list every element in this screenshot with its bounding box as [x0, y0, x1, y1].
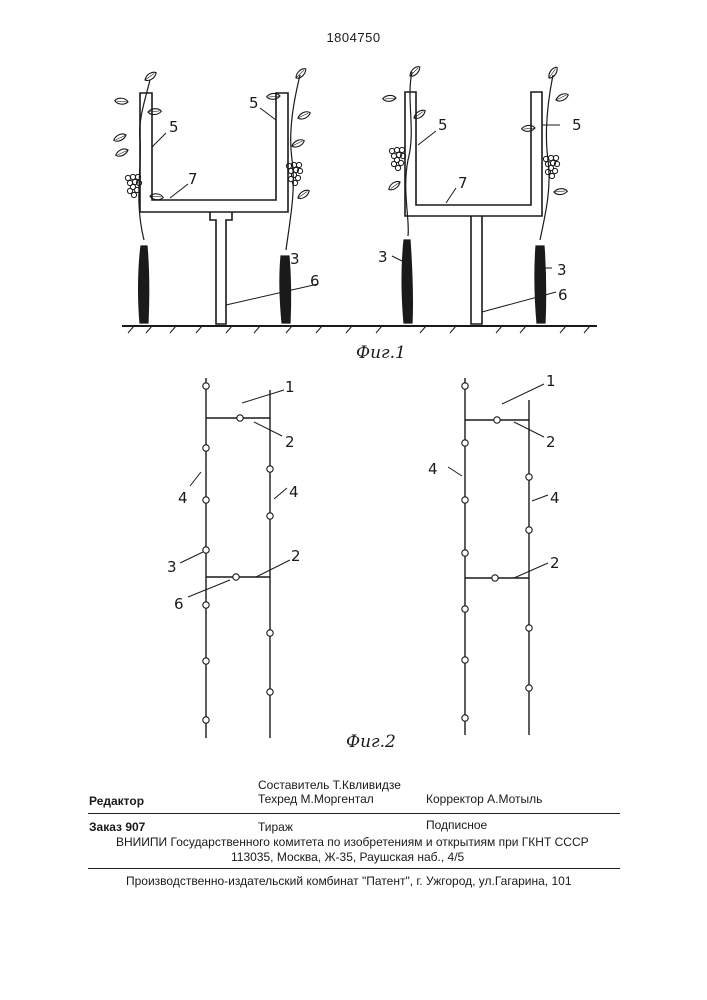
figure-2: 1 2 4 4 3 2 6 1 2 4 4 2 Фиг.2	[167, 372, 560, 752]
figure-1: 5 5 7 3 6 5 5 7 3 3 6 Фиг.1	[113, 65, 597, 363]
fig1-label: 3	[557, 261, 567, 279]
subscription-label: Подписное	[426, 818, 487, 832]
fig2-label: 4	[178, 489, 188, 507]
fig2-left-rows	[206, 378, 270, 738]
fig2-right-rows	[465, 378, 529, 735]
fig2-label: 2	[285, 433, 295, 451]
techred-line: Техред М.Моргентал	[258, 792, 374, 806]
divider-rule	[88, 868, 620, 869]
fig1-label: 6	[310, 272, 320, 290]
fig2-label: 6	[174, 595, 184, 613]
fig1-label: 5	[249, 94, 259, 112]
fig1-label: 7	[458, 174, 468, 192]
fig1-label: 5	[438, 116, 448, 134]
trellis-left	[140, 93, 288, 324]
corrector-line: Корректор А.Мотыль	[426, 792, 542, 806]
fig2-left-posts	[203, 383, 273, 723]
fig2-label: 3	[167, 558, 177, 576]
fig2-label: 1	[285, 378, 295, 396]
fig1-label: 6	[558, 286, 568, 304]
fig2-caption: Фиг.2	[346, 732, 396, 752]
address-line: 113035, Москва, Ж-35, Раушская наб., 4/5	[231, 850, 464, 864]
fig1-label: 3	[290, 250, 300, 268]
fig2-right-posts	[462, 383, 532, 721]
fig2-label: 2	[291, 547, 301, 565]
fig2-label: 4	[550, 489, 560, 507]
fig2-leaders	[180, 384, 548, 597]
divider-rule	[88, 813, 620, 814]
fig2-label: 4	[289, 483, 299, 501]
fig1-label: 5	[169, 118, 179, 136]
vine-right-1	[402, 72, 412, 323]
fig2-label: 2	[546, 433, 556, 451]
vine-right-2	[535, 75, 553, 323]
circulation-label: Тираж	[258, 820, 293, 834]
order-number: Заказ 907	[89, 820, 145, 834]
fig2-label: 1	[546, 372, 556, 390]
vniipi-line: ВНИИПИ Государственного комитета по изоб…	[116, 835, 589, 849]
fig1-label: 5	[572, 116, 582, 134]
fig1-label: 7	[188, 170, 198, 188]
fig1-caption: Фиг.1	[356, 343, 406, 363]
ground-hatching	[128, 326, 590, 333]
fig1-label: 3	[378, 248, 388, 266]
fig1-leaders	[152, 108, 560, 312]
fig2-label: 4	[428, 460, 438, 478]
publisher-line: Производственно-издательский комбинат "П…	[126, 874, 572, 888]
editor-label: Редактор	[89, 794, 144, 808]
fig2-label: 2	[550, 554, 560, 572]
trellis-right	[405, 92, 542, 324]
vine-left-2	[280, 75, 300, 323]
compiler-line: Составитель Т.Квливидзе	[258, 778, 401, 792]
